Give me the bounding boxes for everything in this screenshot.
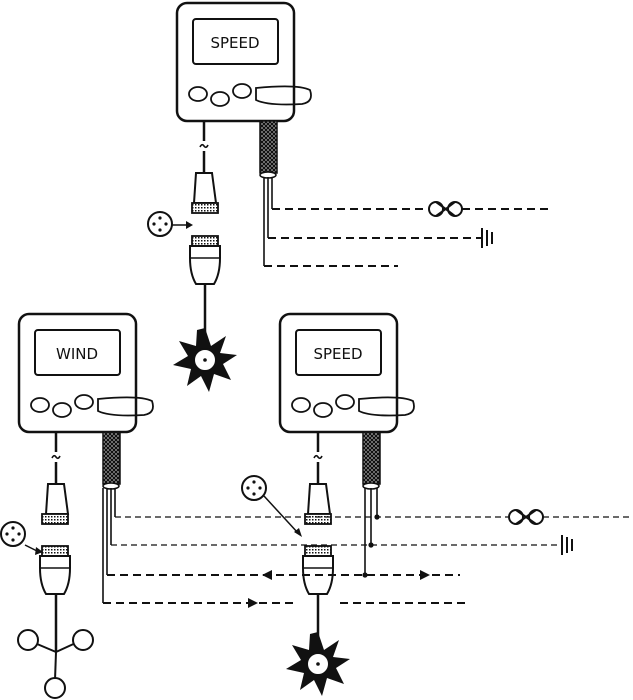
nmea-data-lines xyxy=(103,570,470,608)
paddle-wheel-sensor-icon xyxy=(285,631,351,697)
connector-pinout-icon xyxy=(0,521,43,555)
instrument-label: WIND xyxy=(56,345,98,363)
instrument-wind: WIND xyxy=(17,312,154,434)
instrument-label: SPEED xyxy=(313,345,362,363)
keypad-icon xyxy=(30,394,154,418)
power-cable-speed-bottom xyxy=(362,431,381,578)
arrow-left-icon xyxy=(262,570,272,580)
cable-wind xyxy=(39,432,71,652)
keypad-icon xyxy=(188,83,312,107)
arrow-right-icon xyxy=(420,570,430,580)
paddle-wheel-sensor-icon xyxy=(172,327,238,393)
ground-icon xyxy=(481,228,493,248)
arrow-right-icon xyxy=(248,598,258,608)
instrument-speed-bottom: SPEED xyxy=(278,312,415,434)
instrument-label: SPEED xyxy=(210,34,259,52)
keypad-icon xyxy=(291,394,415,418)
instrument-speed-top: SPEED xyxy=(175,1,312,123)
wind-cup-sensor-icon xyxy=(17,629,94,699)
power-cable-speed-top xyxy=(259,120,550,267)
connector-pinout-icon xyxy=(147,211,193,237)
ground-icon xyxy=(561,535,573,555)
fuse-icon xyxy=(428,201,463,217)
fuse-icon xyxy=(508,509,544,525)
power-cable-wind xyxy=(102,431,121,603)
power-bus-lines xyxy=(111,516,633,546)
cable-speed-bottom xyxy=(302,432,334,645)
cable-speed-top xyxy=(189,121,221,340)
connector-pinout-icon xyxy=(241,475,302,537)
